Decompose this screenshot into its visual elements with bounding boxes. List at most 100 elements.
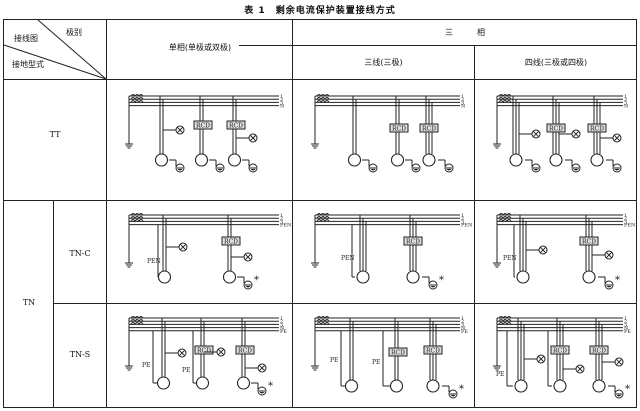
lamp-x bbox=[572, 130, 580, 138]
coil-winding bbox=[130, 97, 144, 100]
rcd-box: RCD bbox=[423, 345, 443, 355]
note-asterisk: * bbox=[254, 275, 259, 286]
rcd-box: RCD bbox=[550, 345, 570, 355]
ground-icon bbox=[125, 362, 133, 371]
coil-winding bbox=[316, 219, 330, 222]
motor-icon bbox=[194, 153, 209, 167]
socket-fill bbox=[413, 169, 419, 171]
lamp-icon bbox=[177, 348, 187, 358]
row-label-tn-s: TN-S bbox=[69, 350, 91, 359]
ground-icon bbox=[311, 259, 319, 268]
motor-icon bbox=[222, 270, 237, 284]
rcd-rect bbox=[403, 236, 423, 246]
socket-icon bbox=[604, 280, 614, 290]
bus-label: 2 bbox=[461, 97, 464, 103]
bus-label: 3 bbox=[624, 322, 627, 328]
transformer-coil-icon bbox=[316, 94, 330, 103]
row-label-tn-c: TN-C bbox=[69, 249, 91, 258]
socket-icon bbox=[571, 163, 581, 173]
rcd-box: RCD bbox=[388, 347, 408, 357]
lamp-icon bbox=[216, 347, 226, 357]
header-single-phase: 单相(单极或双极) bbox=[168, 43, 232, 52]
coil-winding bbox=[498, 319, 512, 322]
coil-winding bbox=[316, 319, 330, 322]
bus-label: 1 bbox=[280, 316, 283, 322]
rcd-box: RCD bbox=[193, 120, 213, 130]
rcd-label: RCD bbox=[553, 348, 567, 355]
lamp-icon bbox=[538, 245, 548, 255]
rcd-rect bbox=[587, 123, 607, 133]
motor-icon bbox=[157, 270, 172, 284]
lamp-x bbox=[613, 134, 621, 142]
socket-fill bbox=[245, 286, 251, 288]
lamp-icon bbox=[178, 242, 188, 252]
rcd-rect bbox=[193, 120, 213, 130]
motor-icon bbox=[227, 153, 242, 167]
bus-label: N bbox=[461, 104, 466, 110]
lamp-x bbox=[249, 134, 257, 142]
header-pole-label: 极别 bbox=[66, 28, 82, 37]
rcd-box: RCD bbox=[194, 345, 214, 355]
motor-icon bbox=[154, 153, 169, 167]
bus-label: 2 bbox=[461, 216, 464, 222]
pe-label: PEN bbox=[147, 258, 161, 265]
bus-label: N bbox=[624, 326, 629, 332]
rcd-label: RCD bbox=[224, 239, 238, 246]
ground-icon bbox=[311, 362, 319, 371]
header-three-wire: 三线(三极) bbox=[364, 58, 403, 67]
motor-icon bbox=[592, 379, 606, 393]
socket-icon bbox=[531, 163, 541, 173]
motor-icon bbox=[516, 270, 530, 284]
corner-diagonal-2 bbox=[3, 44, 107, 80]
motor-icon bbox=[344, 379, 359, 393]
transformer-coil-icon bbox=[130, 316, 144, 325]
rcd-rect bbox=[423, 345, 443, 355]
pe-label: PE bbox=[372, 359, 380, 366]
bus-label: 2 bbox=[280, 97, 283, 103]
socket-fill bbox=[250, 169, 256, 171]
lamp-icon bbox=[604, 250, 614, 260]
coil-winding bbox=[316, 216, 330, 219]
rcd-label: RCD bbox=[549, 126, 563, 133]
rcd-box: RCD bbox=[235, 345, 255, 355]
bus-label: 1 bbox=[280, 213, 283, 219]
bus-label: PE bbox=[280, 329, 287, 335]
coil-winding bbox=[498, 213, 512, 216]
rcd-box: RCD bbox=[389, 123, 409, 133]
lamp-icon bbox=[575, 364, 585, 374]
lamp-icon bbox=[571, 129, 581, 139]
rcd-box: RCD bbox=[587, 123, 607, 133]
socket-icon bbox=[215, 163, 225, 173]
pe-label: PE bbox=[330, 357, 338, 364]
header-three-phase: 三 相 bbox=[445, 28, 485, 37]
socket-fill bbox=[450, 395, 456, 397]
lamp-icon bbox=[536, 354, 546, 364]
socket-fill bbox=[606, 286, 612, 288]
note-asterisk: * bbox=[615, 275, 620, 286]
rcd-box: RCD bbox=[403, 236, 423, 246]
pe-label: PEN bbox=[341, 255, 355, 262]
socket-icon bbox=[614, 389, 624, 399]
lamp-x bbox=[176, 126, 184, 134]
ground-icon bbox=[493, 362, 501, 371]
header-grounding-label: 接地型式 bbox=[12, 60, 44, 69]
rcd-box: RCD bbox=[546, 123, 566, 133]
socket-icon bbox=[257, 386, 267, 396]
bus-label: 2 bbox=[624, 97, 627, 103]
bus-label: 1 bbox=[624, 213, 627, 219]
socket-fill bbox=[177, 169, 183, 171]
lamp-x bbox=[179, 243, 187, 251]
lamp-x bbox=[217, 348, 225, 356]
socket-icon bbox=[448, 389, 458, 399]
bus-label: 2 bbox=[280, 319, 283, 325]
motor-icon bbox=[389, 379, 404, 393]
lamp-x bbox=[537, 355, 545, 363]
note-asterisk: * bbox=[459, 384, 464, 395]
